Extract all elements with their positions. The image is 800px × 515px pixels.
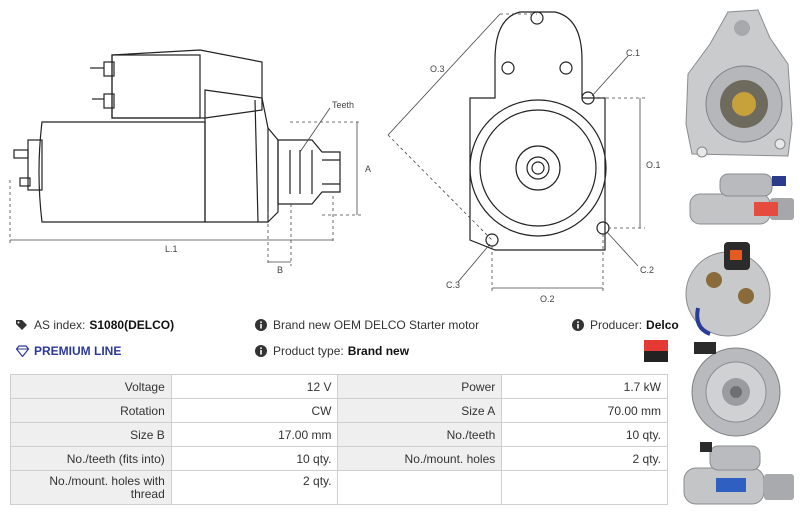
- spec-key: No./mount. holes with thread: [10, 470, 172, 505]
- label-a: A: [365, 164, 371, 174]
- producer-flag-icon: [644, 340, 668, 362]
- spec-value: 2 qty.: [170, 470, 339, 505]
- spec-key: Rotation: [10, 398, 172, 423]
- product-type-label: Product type:: [273, 344, 344, 358]
- info-icon: [255, 319, 267, 331]
- spec-key: No./mount. holes: [337, 446, 503, 471]
- as-index-value: S1080(DELCO): [89, 318, 175, 332]
- product-type-value: Brand new: [347, 344, 410, 358]
- spec-value: 12 V: [170, 374, 339, 399]
- tags-icon: [16, 319, 28, 331]
- label-teeth: Teeth: [332, 100, 354, 110]
- label-o3: O.3: [430, 64, 445, 74]
- table-row: No./teeth (fits into) 10 qty. No./mount.…: [10, 446, 668, 471]
- producer-row: Producer: Delco: [572, 318, 679, 332]
- photo-drive-end-view[interactable]: [680, 340, 800, 438]
- spec-value: 1.7 kW: [501, 374, 668, 399]
- label-o1: O.1: [646, 160, 661, 170]
- info-icon: [572, 319, 584, 331]
- photo-angle-view[interactable]: [680, 440, 800, 512]
- table-row: No./mount. holes with thread 2 qty.: [10, 470, 668, 505]
- producer-value: Delco: [646, 318, 679, 332]
- spec-key: Size B: [10, 422, 172, 447]
- spec-key: No./teeth: [337, 422, 503, 447]
- starter-motor-drawing: Teeth A B L.1: [9, 11, 661, 304]
- specifications-table: Voltage 12 V Power 1.7 kW Rotation CW Si…: [10, 374, 668, 505]
- description-row: Brand new OEM DELCO Starter motor: [255, 318, 479, 332]
- photo-side-view[interactable]: [680, 168, 800, 236]
- diamond-icon: [15, 345, 30, 358]
- table-row: Voltage 12 V Power 1.7 kW: [10, 374, 668, 399]
- premium-line-badge: PREMIUM LINE: [15, 344, 122, 358]
- product-type-row: Product type: Brand new: [255, 344, 409, 358]
- spec-value-empty: [501, 470, 668, 505]
- as-index-label: AS index:: [34, 318, 86, 332]
- spec-value: 10 qty.: [170, 446, 339, 471]
- product-photo-gallery: [680, 0, 800, 515]
- spec-value: CW: [170, 398, 339, 423]
- photo-terminals-view[interactable]: [680, 238, 800, 338]
- label-b: B: [277, 265, 283, 275]
- label-c3: C.3: [446, 280, 460, 290]
- label-c2: C.2: [640, 265, 654, 275]
- producer-label: Producer:: [590, 318, 643, 332]
- spec-key: Voltage: [10, 374, 172, 399]
- spec-key-empty: [337, 470, 503, 505]
- spec-value: 17.00 mm: [170, 422, 339, 447]
- premium-line-label: PREMIUM LINE: [34, 344, 122, 358]
- table-row: Size B 17.00 mm No./teeth 10 qty.: [10, 422, 668, 447]
- spec-value: 10 qty.: [501, 422, 668, 447]
- photo-front-view[interactable]: [680, 4, 800, 166]
- as-index-row: AS index: S1080(DELCO): [16, 318, 174, 332]
- info-icon: [255, 345, 267, 357]
- technical-drawing: Teeth A B L.1: [9, 11, 661, 304]
- label-l1: L.1: [165, 244, 178, 254]
- spec-key: Power: [337, 374, 503, 399]
- description-text: Brand new OEM DELCO Starter motor: [273, 318, 480, 332]
- table-row: Rotation CW Size A 70.00 mm: [10, 398, 668, 423]
- spec-key: Size A: [337, 398, 503, 423]
- spec-value: 2 qty.: [501, 446, 668, 471]
- spec-key: No./teeth (fits into): [10, 446, 172, 471]
- label-c1: C.1: [626, 48, 640, 58]
- label-o2: O.2: [540, 294, 555, 304]
- spec-value: 70.00 mm: [501, 398, 668, 423]
